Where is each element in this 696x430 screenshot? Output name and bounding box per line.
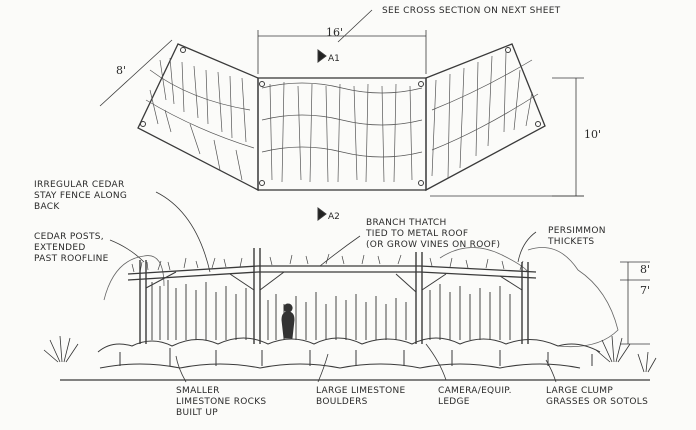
plan-dimension-lines xyxy=(99,9,584,197)
callout-branch-thatch: BRANCH THATCH TIED TO METAL ROOF (OR GRO… xyxy=(366,218,501,250)
elevation-thickets xyxy=(103,247,619,347)
callout-leaders xyxy=(109,191,557,383)
elevation-dimension-lines xyxy=(620,261,650,345)
elevation-roof xyxy=(127,265,537,281)
section-label-a1: A1 xyxy=(328,54,340,64)
callout-stay-fence: IRREGULAR CEDAR STAY FENCE ALONG BACK xyxy=(34,180,128,212)
plan-right-wing xyxy=(425,43,546,192)
elevation-roof-thatch xyxy=(131,253,524,273)
section-note: SEE CROSS SECTION ON NEXT SHEET xyxy=(382,6,561,16)
elevation-braces xyxy=(145,271,523,293)
callout-cedar-posts: CEDAR POSTS, EXTENDED PAST ROOFLINE xyxy=(34,232,109,264)
plan-dim-top: 16' xyxy=(326,26,344,39)
callout-small-rocks: SMALLER LIMESTONE ROCKS BUILT UP xyxy=(176,386,267,418)
elevation-dim-upper: 8' xyxy=(640,263,651,276)
plan-thatch-hatching xyxy=(145,51,539,183)
callout-persimmon: PERSIMMON THICKETS xyxy=(548,226,606,247)
callout-ledge: CAMERA/EQUIP. LEDGE xyxy=(438,386,512,407)
elevation-stay-fence xyxy=(151,280,511,340)
callout-grasses: LARGE CLUMP GRASSES OR SOTOLS xyxy=(546,386,649,407)
section-marker-a1 xyxy=(317,49,327,63)
plan-dim-right: 10' xyxy=(584,128,602,141)
plan-dim-left: 8' xyxy=(116,64,127,77)
elevation-boulders xyxy=(97,337,601,369)
section-marker-a2 xyxy=(317,207,327,221)
callout-boulders: LARGE LIMESTONE BOULDERS xyxy=(316,386,406,407)
elevation-dim-lower: 7' xyxy=(640,284,651,297)
elevation-posts xyxy=(139,248,529,344)
plan-post-markers xyxy=(140,47,541,186)
section-label-a2: A2 xyxy=(328,212,340,222)
grass-clumps xyxy=(43,335,657,373)
person-silhouette xyxy=(281,303,295,339)
